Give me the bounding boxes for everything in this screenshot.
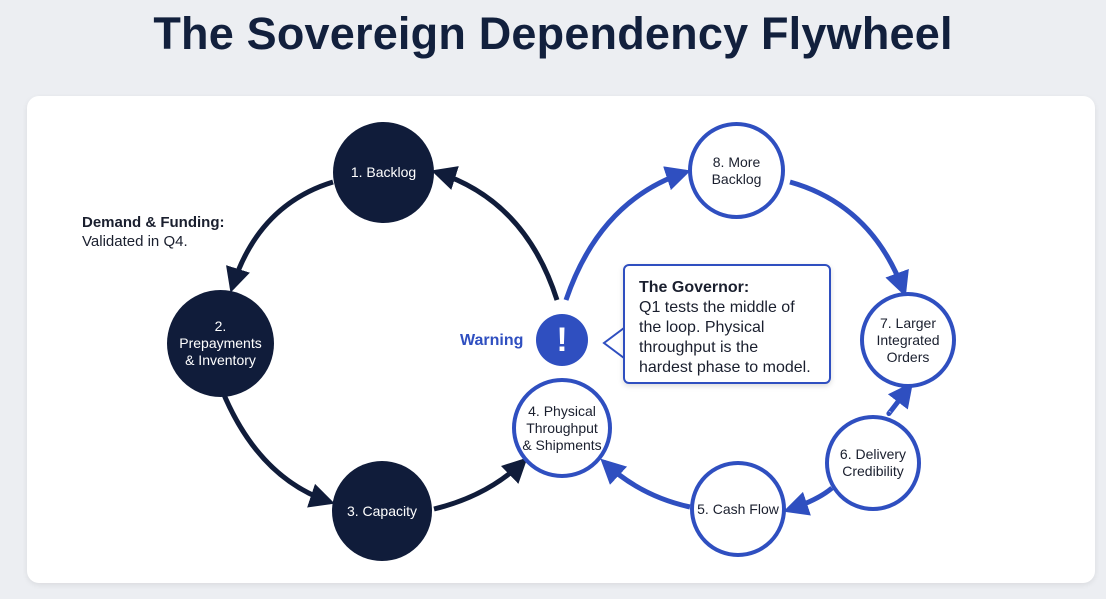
node-5-cash-flow: 5. Cash Flow	[690, 461, 786, 557]
demand-funding-text: Validated in Q4.	[82, 233, 188, 250]
arrow-delivery-to-cash-flow	[783, 486, 834, 516]
arrow-larger-orders-to-delivery	[886, 382, 914, 416]
arrow-cash-flow-to-physical	[600, 458, 691, 510]
node-3-capacity: 3. Capacity	[332, 461, 432, 561]
governor-pointer	[602, 327, 625, 359]
warning-label: Warning	[460, 332, 524, 349]
arrow-warning-to-backlog	[431, 166, 560, 301]
arrow-capacity-to-physical	[433, 457, 528, 512]
node-1-backlog: 1. Backlog	[333, 122, 434, 223]
arrow-backlog-to-prepayments	[226, 179, 334, 293]
node-4-physical-throughput: 4. Physical Throughput & Shipments	[512, 378, 612, 478]
demand-funding-heading: Demand & Funding:	[82, 214, 225, 231]
governor-heading: The Governor:	[639, 279, 750, 296]
node-2-prepayments-inventory: 2. Prepayments & Inventory	[167, 290, 274, 397]
governor-callout: The Governor: Q1 tests the middle of the…	[623, 264, 831, 384]
node-7-larger-integrated-orders: 7. Larger Integrated Orders	[860, 292, 956, 388]
arrow-more-backlog-to-larger-orders	[789, 179, 909, 297]
node-6-delivery-credibility: 6. Delivery Credibility	[825, 415, 921, 511]
arrow-warning-to-more-backlog	[563, 166, 691, 301]
page-title: The Sovereign Dependency Flywheel	[153, 8, 953, 59]
demand-funding-note: Demand & Funding: Validated in Q4.	[82, 213, 225, 251]
governor-text: Q1 tests the middle of the loop. Physica…	[639, 299, 811, 376]
node-8-more-backlog: 8. More Backlog	[688, 122, 785, 219]
arrow-prepayments-to-capacity	[219, 389, 335, 508]
exclamation-circle-icon: !	[536, 314, 588, 366]
